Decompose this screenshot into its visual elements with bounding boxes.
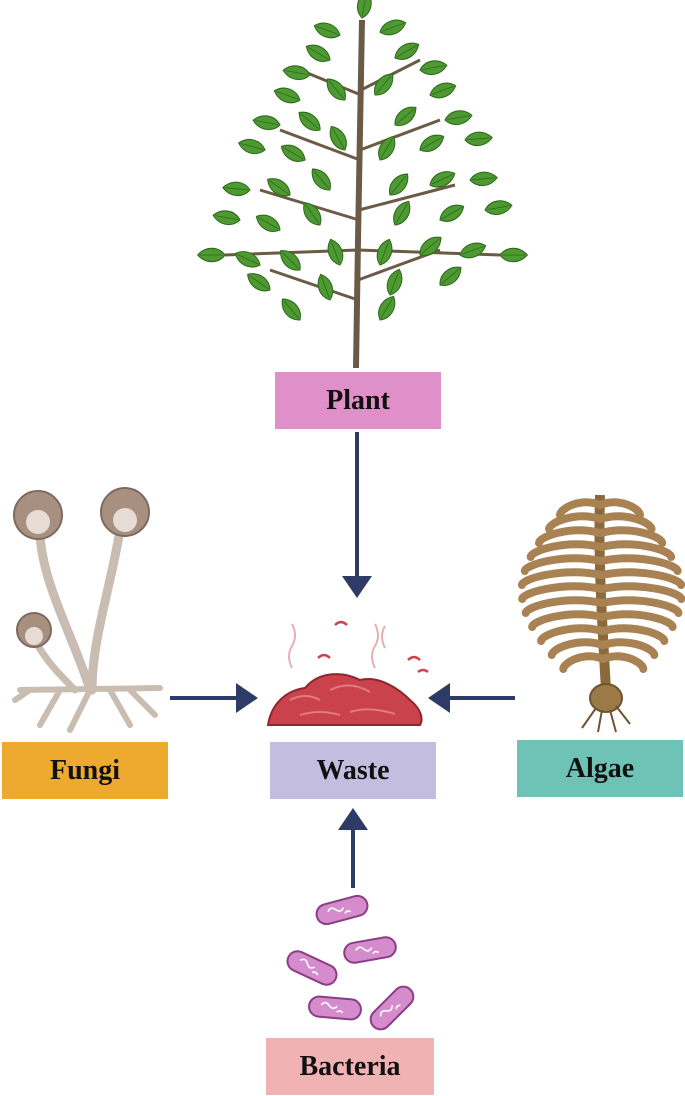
tree-leaf: [197, 247, 226, 263]
tree-leaf: [383, 266, 407, 298]
arrow-plant-to-waste: [342, 432, 372, 598]
mold-sporangia-illustration: [12, 487, 163, 733]
tree-leaf: [252, 210, 284, 237]
tree-leaf: [463, 130, 494, 148]
tree-leaf: [281, 63, 312, 83]
tree-leaf: [311, 18, 343, 42]
tree-leaf: [418, 58, 449, 78]
plant-label-text: Plant: [326, 384, 390, 416]
tree-leaf: [294, 106, 325, 136]
algae-label: Algae: [517, 740, 683, 797]
tree-leaf: [468, 170, 499, 188]
tree-leaf: [276, 294, 306, 325]
arrow-fungi-to-waste: [170, 683, 258, 713]
seaweed-illustration: [517, 494, 685, 733]
tree-leaf: [354, 0, 374, 20]
tree-leaf: [236, 135, 268, 157]
waste-label-text: Waste: [316, 754, 390, 786]
tree-leaf: [277, 140, 309, 167]
tree-leaf: [221, 180, 252, 198]
tree-leaf: [416, 130, 448, 157]
tree-leaf: [377, 15, 409, 39]
algae-label-text: Algae: [565, 752, 635, 784]
tree-leaf: [499, 247, 528, 263]
tree-leaf: [443, 108, 474, 128]
bacteria-cells-illustration: [283, 892, 419, 1035]
bacteria-label: Bacteria: [266, 1038, 434, 1095]
plant-label: Plant: [275, 372, 441, 429]
tree-leaf: [427, 78, 459, 102]
tree-leaf: [251, 113, 282, 133]
tree-leaf: [231, 246, 264, 272]
tree-leaf: [384, 169, 414, 200]
waste-label: Waste: [270, 742, 436, 799]
tree-leaf: [435, 261, 466, 291]
tree-leaf: [306, 164, 336, 195]
arrow-bacteria-to-waste: [338, 808, 368, 888]
tree-leaf: [457, 238, 489, 262]
fungi-label: Fungi: [2, 742, 168, 799]
tree-leaf: [390, 101, 421, 131]
waste-pile-illustration: [266, 620, 429, 726]
tree-leaf: [302, 40, 334, 67]
tree-illustration: [197, 0, 528, 369]
tree-leaf: [373, 292, 400, 324]
diagram-arrows: [170, 432, 515, 888]
tree-leaf: [271, 83, 303, 107]
fungi-label-text: Fungi: [49, 754, 121, 786]
tree-leaf: [211, 208, 242, 228]
tree-leaf: [243, 268, 275, 297]
arrow-algae-to-waste: [428, 683, 515, 713]
bacteria-label-text: Bacteria: [299, 1050, 401, 1082]
tree-leaf: [483, 198, 514, 218]
tree-leaf: [275, 245, 306, 276]
tree-leaf: [436, 200, 468, 227]
